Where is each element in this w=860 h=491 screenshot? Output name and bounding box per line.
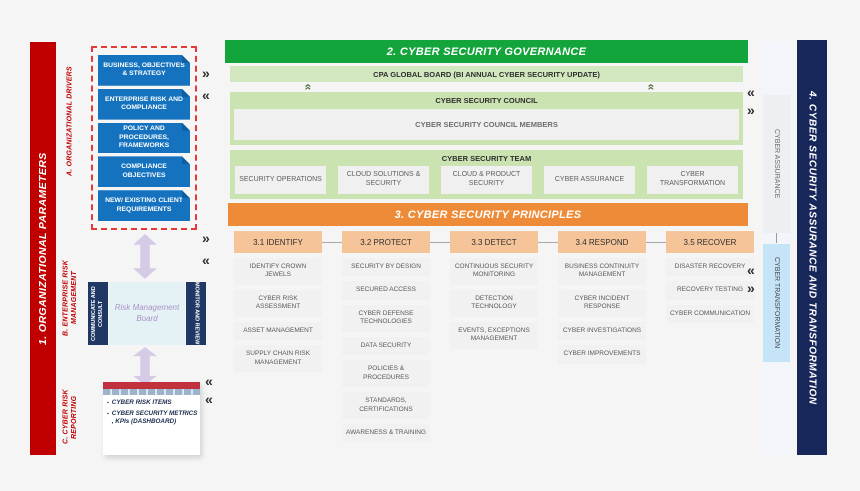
dashboard-header-bar — [103, 382, 200, 389]
principle-column-protect: 3.2 PROTECT SECURITY BY DESIGN SECURED A… — [342, 231, 430, 443]
principle-item: CYBER INCIDENT RESPONSE — [558, 289, 646, 317]
principle-item: CYBER INVESTIGATIONS — [558, 321, 646, 341]
principle-item: DETECTION TECHNOLOGY — [450, 289, 538, 317]
risk-management-board: COMMUNICATE AND CONSULT Risk Management … — [88, 282, 206, 345]
principle-column-detect: 3.3 DETECT CONTINUOUS SECURITY MONITORIN… — [450, 231, 538, 349]
driver-box-business-objectives: BUSINESS, OBJECTIVES & STRATEGY — [98, 55, 190, 86]
council-members-box: CYBER SECURITY COUNCIL MEMBERS — [234, 109, 739, 140]
principle-header: 3.1 IDENTIFY — [234, 231, 322, 253]
principle-item: IDENTIFY CROWN JEWELS — [234, 258, 322, 285]
principle-column-respond: 3.4 RESPOND BUSINESS CONTINUITY MANAGEME… — [558, 231, 646, 364]
dashboard-subheader-row — [103, 389, 200, 395]
driver-box-client-requirements: NEW/ EXISTING CLIENT REQUIREMENTS — [98, 190, 190, 221]
principles-title-bar: 3. CYBER SECURITY PRINCIPLES — [228, 203, 748, 226]
connector-line — [776, 233, 777, 243]
principle-item: SECURITY BY DESIGN — [342, 258, 430, 277]
reporting-item-label: CYBER SECURITY METRICS , KPIs (DASHBOARD… — [111, 409, 198, 426]
list-item: ▪ CYBER RISK ITEMS — [107, 399, 198, 408]
team-unit-security-operations: SECURITY OPERATIONS — [235, 166, 326, 194]
double-chevron-up-icon: « — [301, 83, 316, 91]
communicate-consult-rail: COMMUNICATE AND CONSULT — [88, 282, 108, 345]
principle-item: CYBER RISK ASSESSMENT — [234, 289, 322, 317]
assurance-transformation-bar: 4. CYBER SECURITY ASSURANCE AND TRANSFOR… — [797, 40, 827, 455]
double-chevron-left-icon: « — [202, 87, 210, 103]
double-chevron-up-icon: « — [644, 83, 659, 91]
section-b-label: B. ENTERPRISE RISK MANAGEMENT — [62, 260, 78, 336]
double-chevron-left-icon: « — [747, 84, 755, 100]
double-chevron-right-icon: » — [202, 230, 210, 246]
driver-box-compliance-objectives: COMPLIANCE OBJECTIVES — [98, 156, 190, 187]
double-chevron-left-icon: « — [202, 252, 210, 268]
flow-arrow-up-down — [133, 234, 157, 279]
council-panel: CYBER SECURITY COUNCIL CYBER SECURITY CO… — [230, 92, 743, 145]
bullet-icon: ▪ — [107, 410, 109, 417]
team-unit-cloud-solutions: CLOUD SOLUTIONS & SECURITY — [338, 166, 429, 194]
team-units-row: SECURITY OPERATIONS CLOUD SOLUTIONS & SE… — [235, 166, 738, 194]
cyber-assurance-label: CYBER ASSURANCE — [763, 95, 790, 233]
organizational-drivers-group: BUSINESS, OBJECTIVES & STRATEGY ENTERPRI… — [91, 46, 197, 230]
team-panel: CYBER SECURITY TEAM SECURITY OPERATIONS … — [230, 150, 743, 199]
principle-item: SECURED ACCESS — [342, 281, 430, 300]
principle-item: STANDARDS, CERTIFICATIONS — [342, 392, 430, 419]
double-chevron-left-icon: « — [205, 373, 213, 389]
risk-board-title: Risk Management Board — [109, 282, 185, 345]
team-unit-cyber-transformation: CYBER TRANSFORMATION — [647, 166, 738, 194]
org-parameters-bar: 1. ORGANIZATIONAL PARAMETERS — [30, 42, 56, 455]
principle-header: 3.5 RECOVER — [666, 231, 754, 253]
principle-item: CYBER DEFENSE TECHNOLOGIES — [342, 304, 430, 332]
driver-box-policy-frameworks: POLICY AND PROCEDURES, FRAMEWORKS — [98, 123, 190, 154]
flow-arrow-up-down — [133, 347, 157, 385]
section-c-label: C. CYBER RISK REPORTING — [62, 389, 78, 445]
principle-item: DATA SECURITY — [342, 336, 430, 356]
driver-box-enterprise-risk: ENTERPRISE RISK AND COMPLIANCE — [98, 89, 190, 120]
reporting-item-label: CYBER RISK ITEMS — [111, 399, 172, 406]
principle-header: 3.3 DETECT — [450, 231, 538, 253]
principle-item: DISASTER RECOVERY — [666, 258, 754, 277]
principle-item: CONTINUOUS SECURITY MONITORING — [450, 258, 538, 285]
list-item: ▪ CYBER SECURITY METRICS , KPIs (DASHBOA… — [107, 410, 198, 427]
principle-header: 3.4 RESPOND — [558, 231, 646, 253]
reporting-dashboard: ▪ CYBER RISK ITEMS ▪ CYBER SECURITY METR… — [103, 382, 200, 455]
council-title: CYBER SECURITY COUNCIL — [435, 96, 538, 105]
governance-title-bar: 2. CYBER SECURITY GOVERNANCE — [225, 40, 748, 63]
section-a-label: A. ORGANIZATIONAL DRIVERS — [66, 66, 74, 176]
transformation-box: CYBER TRANSFORMATION — [763, 244, 790, 362]
principle-column-identify: 3.1 IDENTIFY IDENTIFY CROWN JEWELS CYBER… — [234, 231, 322, 373]
principle-item: BUSINESS CONTINUITY MANAGEMENT — [558, 258, 646, 285]
double-chevron-left-icon: « — [747, 262, 755, 278]
double-chevron-left-icon: « — [205, 391, 213, 407]
principle-item: POLICIES & PROCEDURES — [342, 360, 430, 388]
team-unit-cloud-product: CLOUD & PRODUCT SECURITY — [441, 166, 532, 194]
principle-item: AWARENESS & TRAINING — [342, 423, 430, 443]
team-unit-cyber-assurance: CYBER ASSURANCE — [544, 166, 635, 194]
double-chevron-right-icon: » — [202, 65, 210, 81]
principle-item: CYBER IMPROVEMENTS — [558, 345, 646, 364]
principle-item: CYBER COMMUNICATION — [666, 304, 754, 324]
principle-item: EVENTS, EXCEPTIONS MANAGEMENT — [450, 321, 538, 349]
principle-column-recover: 3.5 RECOVER DISASTER RECOVERY RECOVERY T… — [666, 231, 754, 324]
principle-item: ASSET MANAGEMENT — [234, 321, 322, 341]
team-title: CYBER SECURITY TEAM — [441, 153, 532, 163]
principle-item: SUPPLY CHAIN RISK MANAGEMENT — [234, 345, 322, 373]
cpa-global-board-bar: CPA GLOBAL BOARD (BI ANNUAL CYBER SECURI… — [230, 66, 743, 82]
reporting-list: ▪ CYBER RISK ITEMS ▪ CYBER SECURITY METR… — [103, 395, 200, 427]
monitor-review-rail: MONITOR AND REVIEW — [186, 282, 206, 345]
double-chevron-right-icon: » — [747, 280, 755, 296]
principle-item: RECOVERY TESTING — [666, 281, 754, 300]
bullet-icon: ▪ — [107, 400, 109, 406]
double-chevron-right-icon: » — [747, 102, 755, 118]
principle-header: 3.2 PROTECT — [342, 231, 430, 253]
